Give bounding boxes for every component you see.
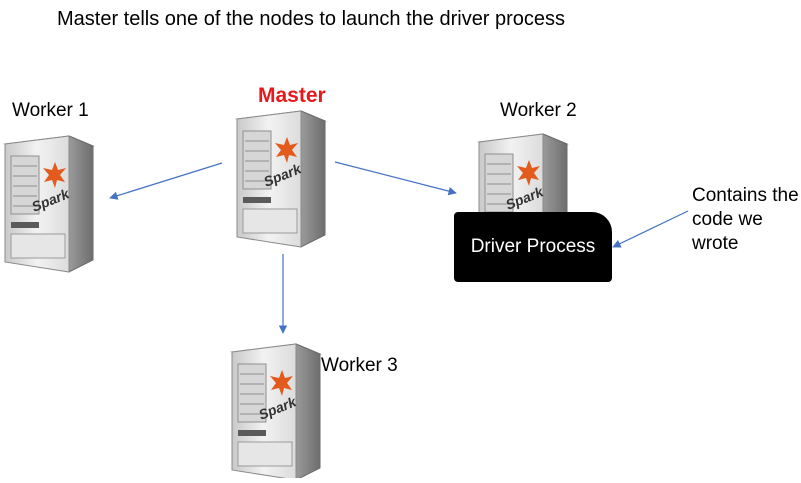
note-line: Contains the — [692, 185, 799, 206]
note-line: code we — [692, 209, 763, 230]
worker3-label: Worker 3 — [321, 355, 398, 376]
arrow-note-to-driver — [612, 210, 689, 248]
master-server: Spark — [234, 105, 328, 255]
worker1-server: Spark — [2, 130, 96, 280]
master-label: Master — [258, 84, 326, 107]
arrow-master-to-worker2 — [334, 161, 457, 196]
driver-process-label: Driver Process — [470, 236, 596, 257]
worker2-server: Spark — [476, 128, 570, 271]
note-line: wrote — [692, 233, 739, 254]
code-note: Contains the code we wrote — [692, 184, 801, 256]
driver-process-box: Driver Process — [454, 212, 612, 282]
worker3-server: Spark — [229, 338, 323, 483]
diagram-title: Master tells one of the nodes to launch … — [57, 8, 566, 30]
worker1-label: Worker 1 — [12, 100, 89, 121]
worker2-label: Worker 2 — [500, 100, 577, 121]
arrow-master-to-worker1 — [109, 162, 223, 200]
